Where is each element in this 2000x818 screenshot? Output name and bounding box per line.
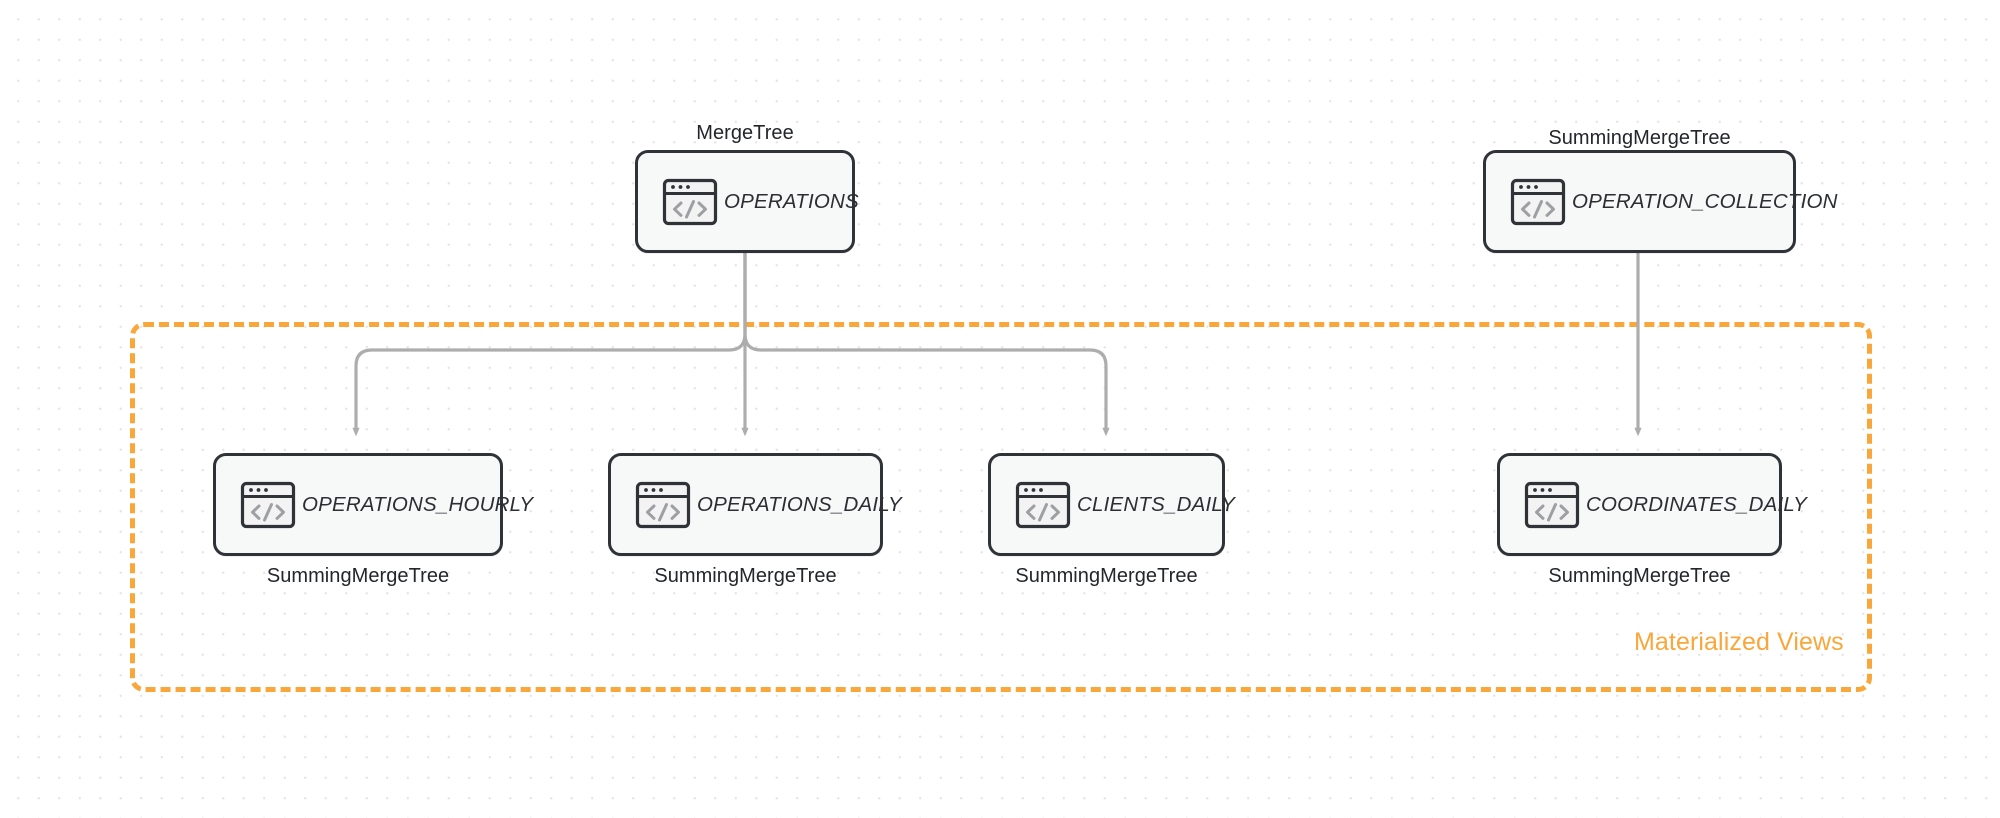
engine-label-coordinates-daily: SummingMergeTree (1548, 565, 1731, 587)
engine-label-operations-daily: SummingMergeTree (654, 565, 837, 587)
node-clients-daily[interactable]: CLIENTS_DAILY (988, 453, 1235, 556)
node-operations-daily[interactable]: OPERATIONS_DAILY (608, 453, 902, 556)
code-window-icon (1510, 178, 1566, 225)
node-title-coordinates-daily: COORDINATES_DAILY (1586, 492, 1807, 516)
code-window-icon (240, 481, 296, 528)
node-title-operations: OPERATIONS (724, 189, 859, 213)
node-title-operations-daily: OPERATIONS_DAILY (697, 492, 902, 516)
node-title-operation-collection: OPERATION_COLLECTION (1572, 189, 1838, 213)
node-title-operations-hourly: OPERATIONS_HOURLY (302, 492, 534, 516)
code-window-icon (1524, 481, 1580, 528)
materialized-views-group-label: Materialized Views (1634, 628, 1844, 656)
engine-label-operations: MergeTree (696, 122, 794, 144)
code-window-icon (635, 481, 691, 528)
node-title-clients-daily: CLIENTS_DAILY (1077, 492, 1235, 516)
code-window-icon (1015, 481, 1071, 528)
code-window-icon (662, 178, 718, 225)
engine-label-clients-daily: SummingMergeTree (1015, 565, 1198, 587)
engine-label-operations-hourly: SummingMergeTree (266, 565, 450, 587)
engine-label-operation-collection: SummingMergeTree (1548, 127, 1731, 149)
node-operations-hourly[interactable]: OPERATIONS_HOURLY (213, 453, 533, 556)
node-operation-collection[interactable]: OPERATION_COLLECTION (1483, 150, 1837, 253)
node-operations[interactable]: OPERATIONS (635, 150, 859, 253)
node-coordinates-daily[interactable]: COORDINATES_DAILY (1497, 453, 1807, 556)
